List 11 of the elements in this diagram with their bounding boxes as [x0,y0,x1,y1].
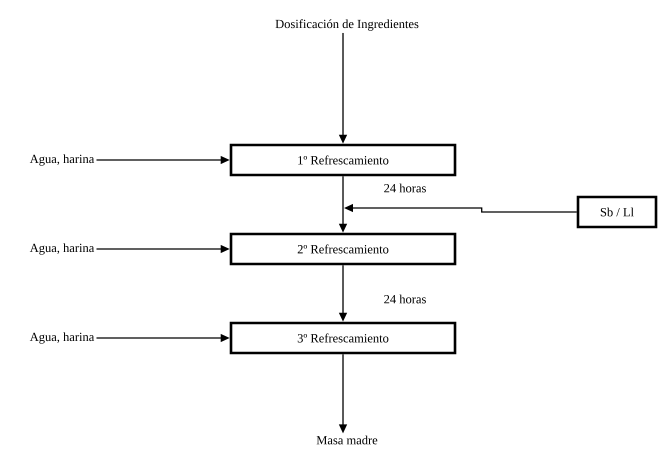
process-box: 1º Refrescamiento [230,144,456,176]
output-label: Masa madre [316,436,378,444]
edge-label: 24 horas [382,294,428,304]
source-label: Agua, harina [30,154,94,166]
process-box: Sb / Ll [576,196,658,228]
source-label: Agua, harina [30,332,94,344]
source-label: Dosificación de Ingredientes [276,19,418,31]
edge-label: 24 horas [382,182,428,194]
source-label: Agua, harina [30,243,94,255]
process-box: 2º Refrescamiento [230,232,456,266]
process-box: 3º Refrescamiento [230,322,456,354]
